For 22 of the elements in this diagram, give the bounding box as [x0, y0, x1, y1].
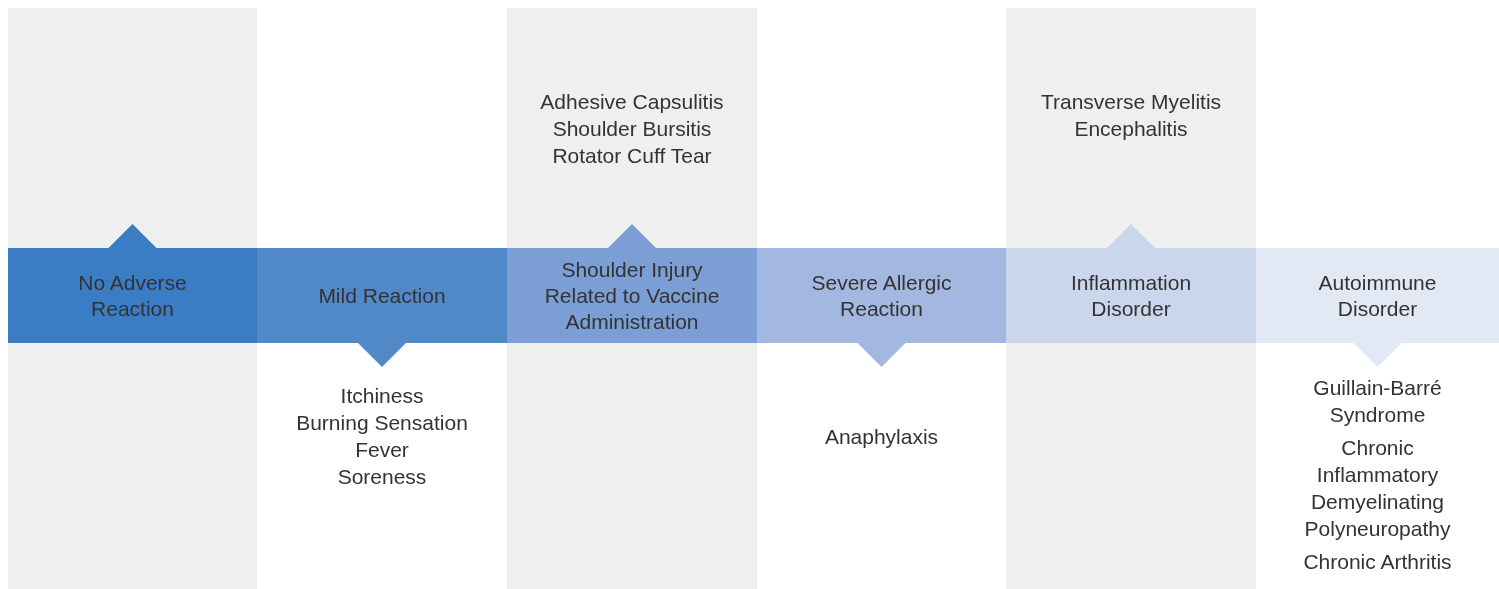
arrow-segment	[757, 248, 1006, 367]
stage-label: Mild Reaction	[317, 282, 447, 309]
condition-text: Encephalitis	[1074, 116, 1188, 142]
condition-text: Transverse Myelitis	[1040, 89, 1222, 115]
stage-label: No Adverse Reaction	[77, 269, 188, 322]
stage-label: Autoimmune Disorder	[1317, 269, 1438, 322]
condition-text: Guillain-Barré Syndrome	[1312, 375, 1443, 428]
arrow-segment	[1256, 248, 1499, 367]
condition-text: Chronic Inflammatory Demyelinating Polyneuropathy	[1303, 435, 1452, 542]
stage-label: Inflammation Disorder	[1069, 269, 1193, 322]
arrow-segment	[257, 248, 507, 367]
condition-text: Anaphylaxis	[824, 423, 939, 450]
condition-text: Adhesive Capsulitis	[540, 89, 724, 115]
condition-text: Chronic Arthritis	[1303, 549, 1452, 575]
condition-text: Fever	[355, 437, 409, 463]
condition-text: Itchiness	[340, 383, 424, 409]
stage-label: Shoulder Injury Related to Vaccine Administration	[543, 256, 721, 335]
stage-label: Severe Allergic Reaction	[810, 269, 953, 322]
condition-text: Burning Sensation	[296, 410, 468, 436]
condition-text: Shoulder Bursitis	[552, 116, 712, 142]
condition-text: Rotator Cuff Tear	[552, 143, 712, 169]
condition-text: Soreness	[337, 464, 427, 490]
